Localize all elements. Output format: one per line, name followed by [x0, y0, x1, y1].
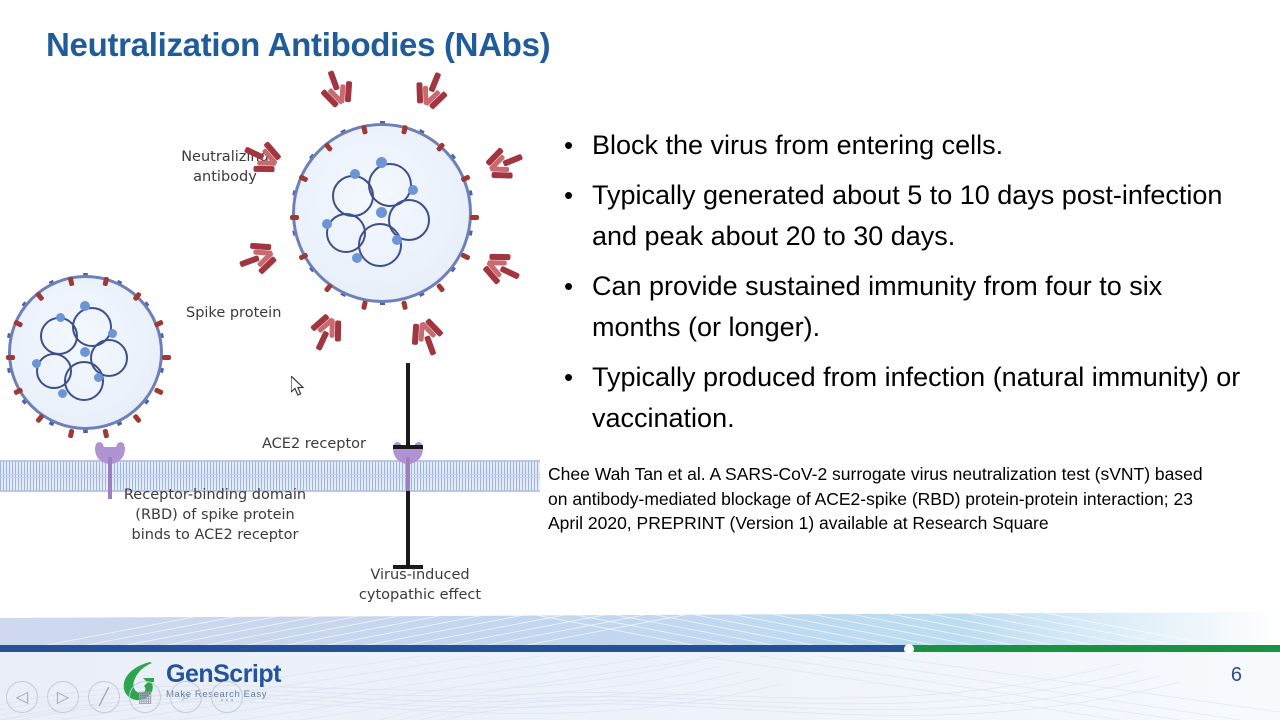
- more-options-icon[interactable]: …: [211, 681, 243, 713]
- ace2-receptor-bound-icon: [95, 447, 125, 503]
- slide-number: 6: [1230, 664, 1242, 686]
- mouse-cursor-icon: [291, 376, 305, 396]
- cell-membrane-bilayer: [0, 460, 540, 492]
- envelope-protein-dot: [153, 386, 164, 396]
- virus-neutralization-diagram: Neutralizing antibody Spike protein ACE2…: [0, 70, 545, 615]
- envelope-protein-dot: [470, 215, 479, 220]
- divider-knob: [904, 644, 914, 654]
- bullet-marker: •: [564, 130, 574, 160]
- bullet-item: • Block the virus from entering cells.: [556, 125, 1256, 166]
- bullet-text: Typically produced from infection (natur…: [592, 362, 1241, 433]
- neutralizing-antibody-icon: [479, 247, 527, 292]
- ace2-receptor-icon: [393, 447, 423, 503]
- bullet-item: • Can provide sustained immunity from fou…: [556, 266, 1256, 348]
- neutralizing-antibody-icon: [483, 141, 530, 185]
- envelope-protein-dot: [131, 412, 142, 424]
- bullet-marker: •: [564, 180, 574, 210]
- neutralizing-antibody-icon: [410, 65, 454, 112]
- virus-particle-neutralized: [239, 70, 524, 356]
- envelope-protein-dot: [101, 428, 109, 438]
- divider-bar-blue: [0, 645, 911, 652]
- divider-bar-green: [905, 645, 1280, 652]
- slide-menu-icon[interactable]: ▦: [129, 681, 161, 713]
- envelope-protein-dot: [290, 215, 299, 220]
- bullet-text: Can provide sustained immunity from four…: [592, 271, 1163, 342]
- pen-tool-icon[interactable]: ╱: [88, 681, 120, 713]
- envelope-protein-dot: [5, 354, 15, 360]
- envelope-protein-dot: [435, 282, 446, 293]
- envelope-protein-dot: [161, 354, 171, 360]
- inhibition-arrow-entry: [393, 363, 423, 449]
- label-receptor-binding-domain: Receptor-binding domain (RBD) of spike p…: [123, 487, 307, 543]
- envelope-protein-dot: [401, 300, 408, 311]
- bullet-marker: •: [564, 271, 574, 301]
- neutralizing-antibody-icon: [233, 237, 280, 280]
- bullet-list: • Block the virus from entering cells. • Ty…: [556, 125, 1256, 448]
- label-spike-protein: Spike protein: [186, 305, 282, 321]
- presentation-controls: ◁ ▷ ╱ ▦ ⌕ …: [6, 681, 243, 713]
- zoom-tool-icon[interactable]: ⌕: [170, 681, 202, 713]
- inhibition-arrow-cytopathic: [393, 491, 423, 569]
- bullet-item: • Typically generated about 5 to 10 days …: [556, 175, 1256, 257]
- bullet-text: Block the virus from entering cells.: [592, 130, 1004, 160]
- envelope-protein-dot: [361, 300, 368, 311]
- neutralizing-antibody-icon: [406, 316, 449, 363]
- neutralizing-antibody-icon: [315, 64, 358, 111]
- page-title: Neutralization Antibodies (NAbs): [46, 26, 551, 63]
- previous-slide-icon[interactable]: ◁: [6, 681, 38, 713]
- bullet-text: Typically generated about 5 to 10 days p…: [592, 180, 1223, 251]
- envelope-protein-dot: [67, 428, 75, 438]
- virus-particle-binding: [5, 272, 171, 438]
- label-cytopathic-effect: Virus-induced cytopathic effect: [358, 567, 482, 603]
- envelope-protein-dot: [460, 252, 471, 261]
- bullet-marker: •: [564, 362, 574, 392]
- envelope-protein-dot: [34, 412, 45, 424]
- label-ace2-receptor: ACE2 receptor: [262, 436, 366, 452]
- next-slide-icon[interactable]: ▷: [47, 681, 79, 713]
- bullet-item: • Typically produced from infection (natu…: [556, 357, 1256, 439]
- citation-text: Chee Wah Tan et al. A SARS-CoV-2 surroga…: [548, 464, 1203, 533]
